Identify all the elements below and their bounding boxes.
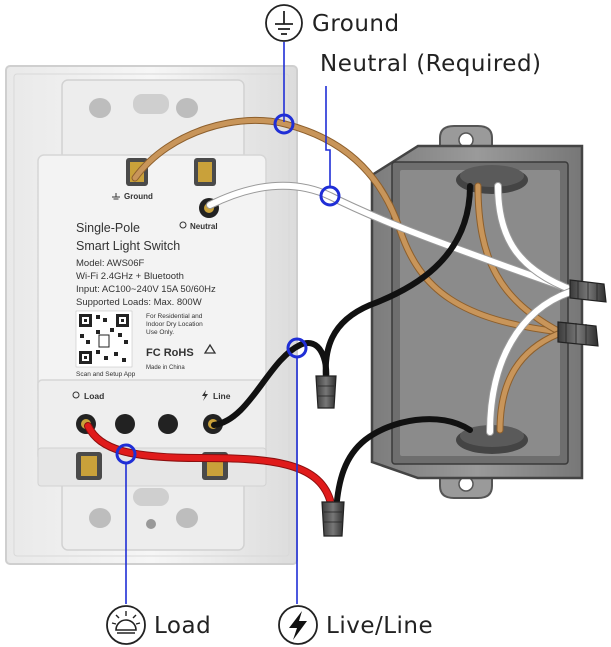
callout-line-leader [286,337,308,604]
wire-nut-ground [557,321,599,347]
ground-wire [131,116,564,434]
wire-nut-load [321,501,345,537]
terminal-line-label: Line [213,391,231,401]
device-loads: Supported Loads: Max. 800W [76,297,202,308]
callout-ground-label: Ground [312,11,400,37]
line-bolt-icon [278,605,318,645]
scan-setup-text: Scan and Setup App [76,371,136,378]
line-wire [211,183,473,515]
load-small-icon [72,391,80,399]
device-label: Ground Neutral Single-Pole Smart Light S… [72,192,231,401]
ground-icon [265,4,303,42]
device-title-line2: Smart Light Switch [76,239,180,253]
terminal-blank-2 [158,414,178,434]
terminal-load-label: Load [84,391,104,401]
recycle-icon [203,343,217,354]
neutral-small-icon [179,221,187,229]
device-title-line1: Single-Pole [76,221,140,235]
terminal-top-right [194,158,216,186]
cert-marks: FC RoHS [146,347,194,359]
usage-line1: For Residential and [146,313,203,320]
device-model: Model: AWS06F [76,258,144,269]
terminal-neutral-label: Neutral [190,222,218,231]
device-input: Input: AC100~240V 15A 50/60Hz [76,284,216,295]
callout-load-label: Load [154,613,211,639]
wire-nut-line [315,375,337,409]
callout-load-leader [115,443,137,604]
callout-ground-leader [273,42,295,135]
usage-line2: Indoor Dry Location [146,321,203,328]
load-wire [84,422,334,504]
terminal-ground-label: Ground [124,192,153,201]
callout-line-label: Live/Line [326,613,433,639]
terminal-blank-1 [115,414,135,434]
neutral-wire [206,181,576,436]
ground-small-icon [112,193,120,200]
made-in-text: Made in China [146,365,185,371]
usage-line3: Use Only. [146,329,174,336]
device-wifi: Wi-Fi 2.4GHz + Bluetooth [76,271,184,282]
wire-nut-neutral [569,279,607,303]
line-small-icon [202,390,208,401]
qr-code [75,310,133,368]
load-bulb-icon [106,605,146,645]
callout-neutral-label: Neutral (Required) [320,51,542,77]
callout-neutral-leader [319,86,341,207]
